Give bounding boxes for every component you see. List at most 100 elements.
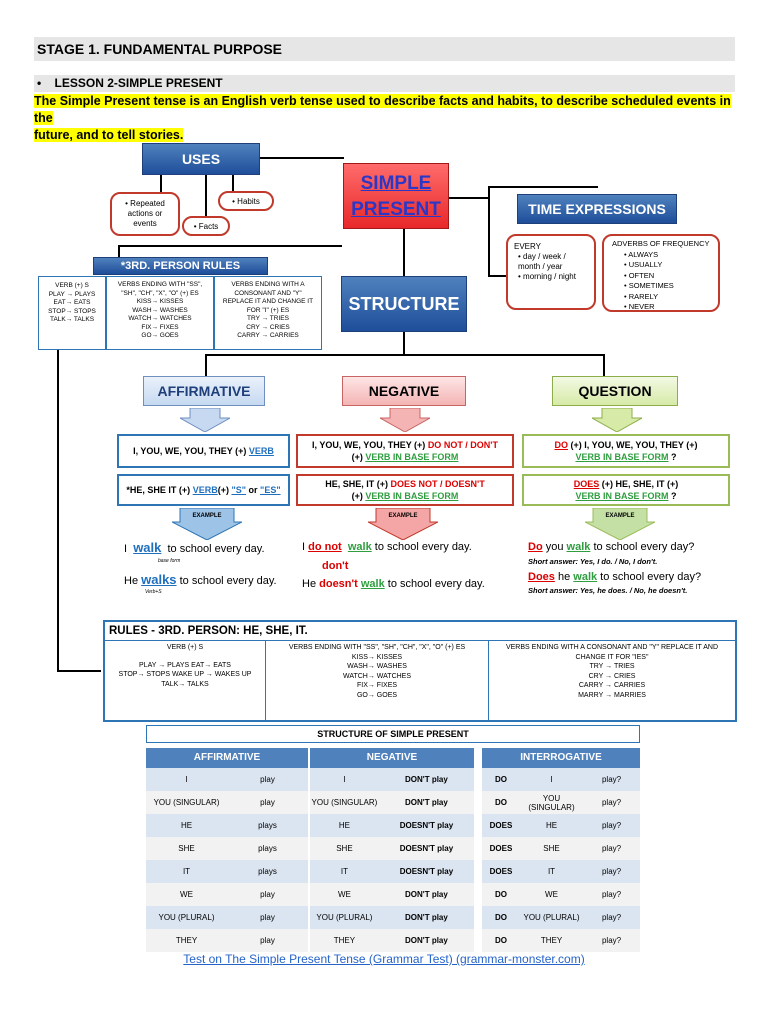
table-cell: DOES <box>482 814 520 837</box>
table-cell: DON'T play <box>378 768 474 791</box>
rule-text: ? <box>668 491 677 501</box>
table-cell: play? <box>583 860 640 883</box>
example-negative-2: He doesn't walk to school every day. <box>302 578 485 590</box>
adverb-item: • USUALLY <box>624 260 663 269</box>
example-verb: walk <box>573 571 598 583</box>
example-verb: walk <box>347 541 372 553</box>
rules-box-col-2: VERBS ENDING WITH "SS", "SH", "CH", "X",… <box>266 641 489 721</box>
example-text: I <box>124 543 131 555</box>
rule-text: TALK→ TALKS <box>49 316 95 323</box>
negative-table-header: NEGATIVE <box>310 748 474 768</box>
rule-text: PLAY → PLAYS EAT→ EATS <box>139 661 231 669</box>
table-cell: HE <box>519 814 584 837</box>
example-text: to school every day? <box>590 541 695 553</box>
connector-line <box>403 228 405 276</box>
rule-text: KISS→ KISSES <box>136 298 184 305</box>
rules-col-3: VERBS ENDING WITH A CONSONANT AND "Y" RE… <box>214 276 322 350</box>
negative-header: NEGATIVE <box>342 376 466 406</box>
example-aux: doesn't <box>319 578 358 590</box>
table-cell: DOESN'T play <box>378 837 474 860</box>
example-text: to school every day? <box>597 571 702 583</box>
table-cell: DOES <box>482 860 520 883</box>
intro-line-2: future, and to tell stories. <box>34 128 184 142</box>
table-cell: WE <box>519 883 584 906</box>
rule-text: VERB (+) S <box>166 644 204 651</box>
rule-text: WATCH→ WATCHES <box>342 672 412 680</box>
intro-line-1: The Simple Present tense is an English v… <box>34 94 731 125</box>
connector-line <box>448 197 488 199</box>
rule-keyword: VERB <box>248 446 274 456</box>
example-verb: walk <box>133 540 162 555</box>
table-cell: play <box>227 791 308 814</box>
table-cell: DO <box>482 791 520 814</box>
example-verb: walk <box>360 578 385 590</box>
rule-text: ? <box>668 452 677 462</box>
table-cell: play? <box>583 768 640 791</box>
rule-text: CARRY → CARRIES <box>237 332 299 339</box>
table-cell: DOESN'T play <box>378 860 474 883</box>
table-cell: play <box>227 883 308 906</box>
down-arrow-icon <box>592 408 642 432</box>
adverb-item: • OFTEN <box>624 270 655 280</box>
table-cell: THEY <box>310 929 379 952</box>
table-cell: play? <box>583 929 640 952</box>
intro-paragraph: The Simple Present tense is an English v… <box>34 93 734 144</box>
table-cell: DO <box>482 768 520 791</box>
table-row: YOU (SINGULAR)DON'T play <box>310 791 474 814</box>
example-verb: walk <box>566 541 591 553</box>
structure-box: STRUCTURE <box>341 276 467 332</box>
connector-line <box>403 331 405 355</box>
adverb-item: • SOMETIMES <box>624 281 674 290</box>
example-arrow-icon <box>585 508 655 540</box>
rule-text: VERBS ENDING WITH A CONSONANT AND "Y" RE… <box>505 644 719 661</box>
rule-text: I, YOU, WE, YOU, THEY (+) <box>312 440 428 450</box>
connector-line <box>205 174 207 218</box>
table-cell: DO <box>482 906 520 929</box>
table-cell: YOU (PLURAL) <box>146 906 227 929</box>
table-cell: SHE <box>146 837 227 860</box>
negative-rule-1: I, YOU, WE, YOU, THEY (+) DO NOT / DON'T… <box>296 434 514 468</box>
rules-box-col-3: VERBS ENDING WITH A CONSONANT AND "Y" RE… <box>489 641 735 721</box>
table-cell: SHE <box>519 837 584 860</box>
table-cell: DO <box>482 929 520 952</box>
example-verb: walks <box>141 572 177 587</box>
adverb-item: • RARELY <box>624 291 659 301</box>
example-text: to school every day. <box>164 543 265 555</box>
affirmative-header: AFFIRMATIVE <box>143 376 265 406</box>
table-cell: I <box>146 768 227 791</box>
lesson-title-text: LESSON 2-SIMPLE PRESENT <box>54 76 223 90</box>
affirmative-rule-1: I, YOU, WE, YOU, THEY (+) VERB <box>117 434 290 468</box>
rule-text: STOP→ STOPS <box>48 307 96 315</box>
simple-present-word-1: SIMPLE <box>360 173 432 194</box>
table-cell: YOU (SINGULAR) <box>146 791 227 814</box>
connector-line <box>118 245 342 247</box>
rules-col-2: VERBS ENDING WITH "SS", "SH", "CH", "X",… <box>106 276 214 350</box>
table-cell: IT <box>519 860 584 883</box>
connector-line <box>118 245 120 259</box>
rule-text: GO→ GOES <box>356 691 398 699</box>
connector-line <box>232 174 234 200</box>
table-cell: HE <box>146 814 227 837</box>
table-cell: YOU (SINGULAR) <box>519 791 584 814</box>
table-cell: plays <box>227 814 308 837</box>
rule-text: WASH→ WASHES <box>132 306 188 314</box>
negative-rule-2: HE, SHE, IT (+) DOES NOT / DOESN'T (+) V… <box>296 474 514 506</box>
rule-text: CARRY → CARRIES <box>578 682 646 689</box>
table-cell: DON'T play <box>378 929 474 952</box>
example-question-1: Do you walk to school every day? <box>528 541 694 553</box>
table-cell: play? <box>583 837 640 860</box>
grammar-test-link[interactable]: Test on The Simple Present Tense (Gramma… <box>183 952 585 966</box>
rule-text: VERBS ENDING WITH "SS", "SH", "CH", "X",… <box>117 281 203 297</box>
rule-text: FIX→ FIXES <box>141 323 179 331</box>
adverb-item: • NEVER <box>624 302 655 311</box>
